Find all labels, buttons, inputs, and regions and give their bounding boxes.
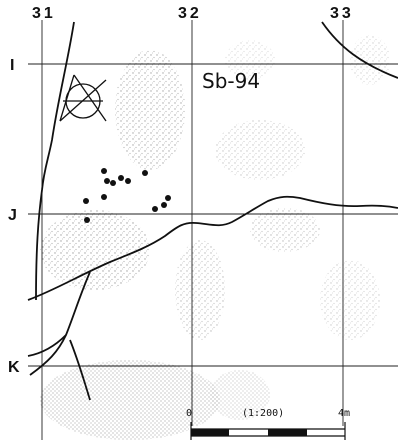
- grid: [28, 20, 398, 440]
- stipple-texture: [40, 35, 390, 440]
- row-label-J: J: [8, 207, 17, 224]
- column-label-32: 32: [178, 5, 202, 22]
- scale-bar: 0 (1:200) 4m: [186, 408, 350, 440]
- posthole-dot: [125, 178, 131, 184]
- column-label-31: 31: [32, 5, 56, 22]
- posthole-dot: [84, 217, 90, 223]
- column-label-33: 33: [330, 5, 354, 22]
- scale-start-label: 0: [186, 408, 192, 419]
- north-arrow-icon: [59, 74, 107, 122]
- scale-end-label: 4m: [338, 408, 350, 419]
- posthole-dot: [83, 198, 89, 204]
- posthole-dot: [101, 194, 107, 200]
- posthole-dot: [161, 202, 167, 208]
- feature-boundary-lines: [27, 21, 398, 401]
- postholes: [83, 168, 171, 223]
- posthole-dot: [165, 195, 171, 201]
- posthole-dot: [118, 175, 124, 181]
- posthole-dot: [104, 178, 110, 184]
- posthole-dot: [110, 180, 116, 186]
- feature-label: Sb-94: [202, 69, 260, 93]
- scale-ratio-label: (1:200): [242, 408, 284, 419]
- row-label-I: I: [10, 57, 14, 74]
- posthole-dot: [152, 206, 158, 212]
- posthole-dot: [142, 170, 148, 176]
- posthole-dot: [101, 168, 107, 174]
- row-label-K: K: [8, 359, 20, 376]
